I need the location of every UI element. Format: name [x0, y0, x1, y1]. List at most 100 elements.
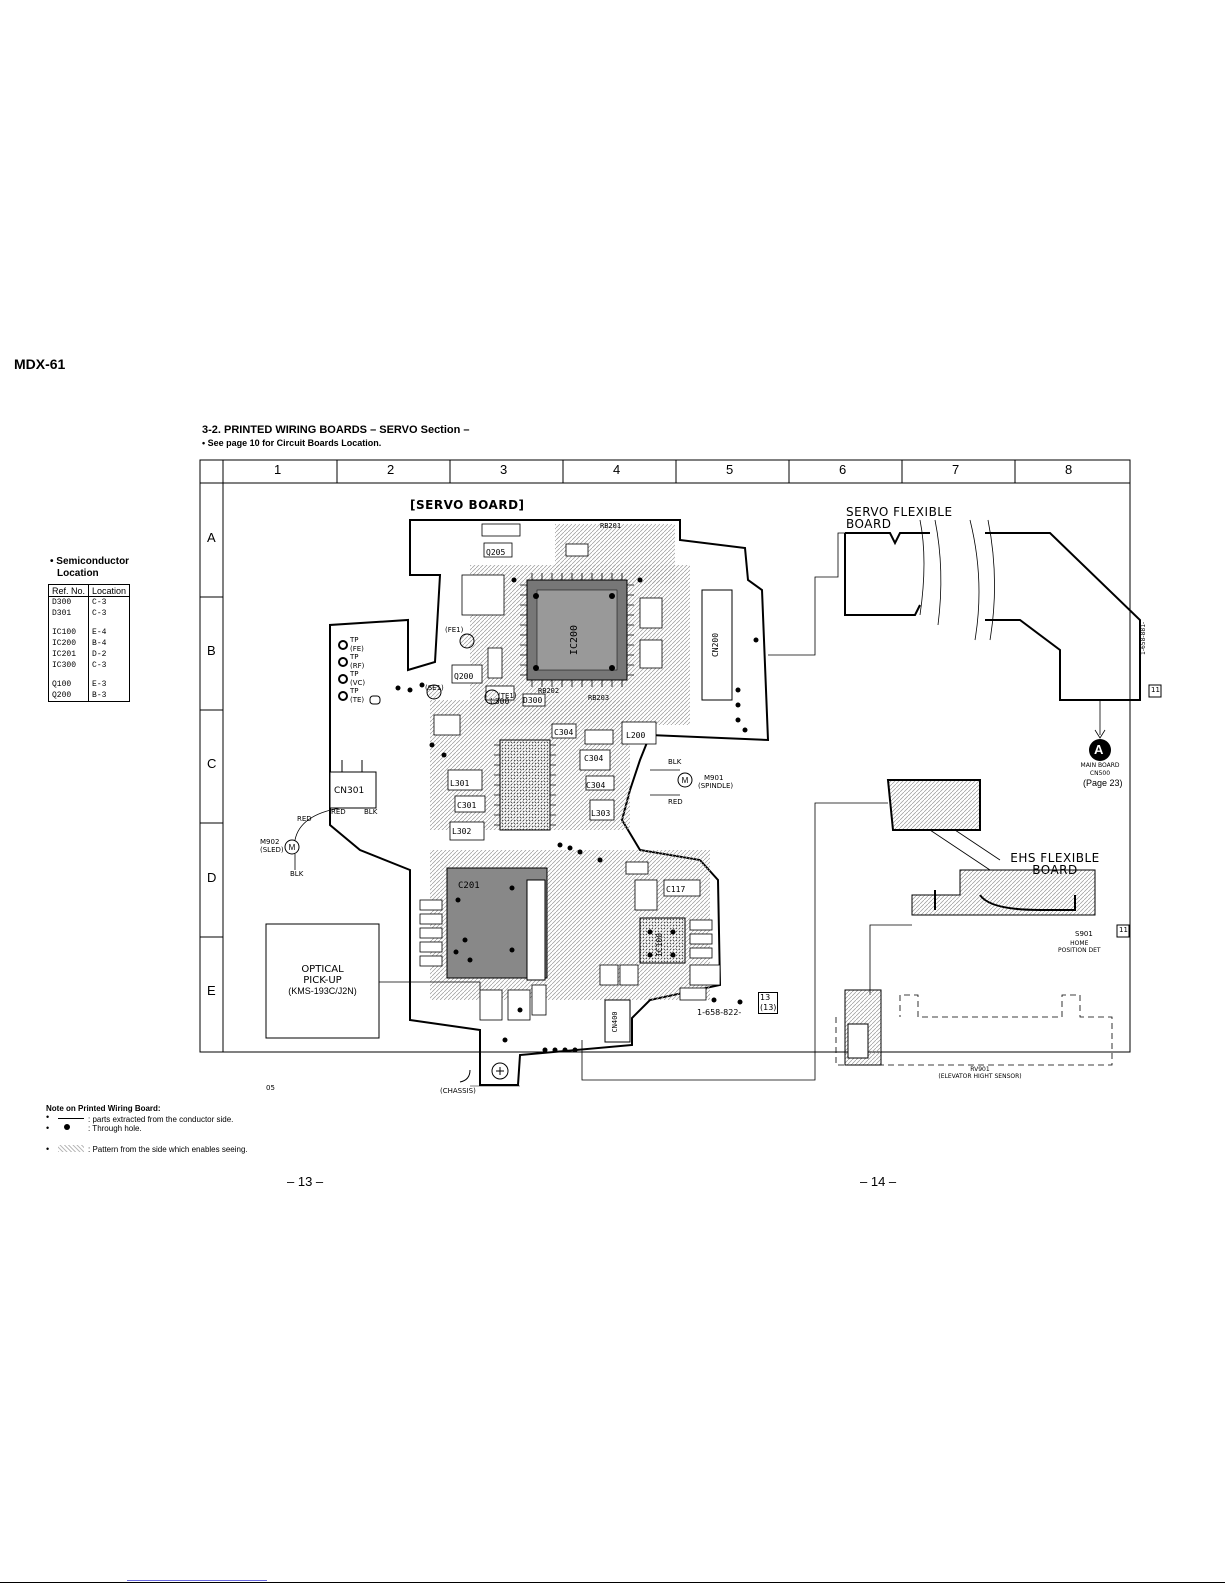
svg-text:L302: L302: [452, 827, 471, 836]
notes-title: Note on Printed Wiring Board:: [46, 1104, 161, 1113]
m902-label: M902 (SLED): [260, 838, 284, 854]
svg-text:Q205: Q205: [486, 548, 505, 557]
grid-container: 1 2 3 4 5 6 7 8 A B C D E: [200, 460, 1130, 1052]
svg-text:RB203: RB203: [588, 694, 609, 702]
servo-flex-label: SERVO FLEXIBLE BOARD: [846, 506, 953, 530]
servo-board-outline: [329, 519, 770, 1086]
svg-text:C201: C201: [458, 881, 480, 891]
svg-text:Q200: Q200: [454, 672, 473, 681]
cn301-blk: BLK: [364, 808, 378, 816]
note-item-1: : parts extracted from the conductor sid…: [88, 1115, 234, 1124]
se1-label: (SE1): [425, 684, 444, 692]
grid-col-7: 7: [952, 462, 960, 477]
grid-row-c: C: [207, 756, 217, 771]
svg-text:M: M: [289, 843, 296, 852]
fe1-label: (FE1): [445, 626, 464, 634]
svg-text:C304: C304: [586, 781, 605, 790]
rv901-label: RV901 (ELEVATOR HIGHT SENSOR): [938, 1066, 1022, 1080]
s901-label: S901: [1075, 930, 1093, 938]
chassis-label: (CHASSIS): [440, 1087, 476, 1095]
test-points: [338, 640, 348, 701]
ehs-flex-line1: EHS FLEXIBLE: [1010, 851, 1100, 865]
svg-text:L303: L303: [591, 809, 610, 818]
svg-text:CN400: CN400: [611, 1011, 619, 1032]
semiconductor-title-line2: Location: [57, 568, 99, 579]
model-name: MDX-61: [14, 356, 66, 372]
semiconductor-title-line1: • Semiconductor: [50, 556, 130, 567]
cn400-connector: [604, 999, 631, 1043]
grid-col-2: 2: [387, 462, 395, 477]
grid-frame: [199, 459, 1131, 1053]
through-holes: [395, 577, 759, 1053]
note-item-3: : Pattern from the side which enables se…: [88, 1145, 248, 1154]
through-hole-symbol: [64, 1124, 70, 1130]
grid-row-a: A: [207, 530, 216, 545]
ehs-flex-line2: BOARD: [1032, 863, 1078, 877]
ehs-flexible-board: [886, 779, 1096, 916]
ic-pins: [494, 573, 634, 826]
m902-motor: [284, 839, 300, 855]
table-header-location: Location: [88, 584, 131, 597]
grid-col-4: 4: [613, 462, 621, 477]
section-title: 3-2. PRINTED WIRING BOARDS – SERVO Secti…: [202, 424, 470, 436]
servo-flex-rev: 11: [1151, 686, 1160, 694]
m902-red: RED: [297, 815, 312, 823]
servo-flex-part-number: 1-658-881-: [1140, 621, 1147, 655]
svg-text:M: M: [682, 776, 689, 785]
page-number-left: – 13 –: [287, 1174, 324, 1189]
table-header-ref: Ref. No.: [47, 584, 90, 597]
main-board-page: (Page 23): [1083, 778, 1123, 788]
note-item-2: : Through hole.: [88, 1124, 142, 1133]
svg-text:L301: L301: [450, 779, 469, 788]
conductor-line-symbol: [58, 1118, 84, 1119]
bottom-link-line[interactable]: [127, 1580, 267, 1581]
svg-text:RB202: RB202: [538, 687, 559, 695]
ehs-flex-label: EHS FLEXIBLE BOARD: [1010, 852, 1100, 876]
m901-motor: [677, 772, 693, 788]
cn301-label: CN301: [334, 786, 365, 796]
svg-text:L200: L200: [626, 731, 645, 740]
servo-board-label: [SERVO BOARD]: [410, 498, 525, 512]
grid-row-b: B: [207, 643, 216, 658]
grid-col-3: 3: [500, 462, 508, 477]
main-board-marker: [1089, 739, 1111, 761]
optical-pickup-box: [265, 923, 380, 1039]
grid-col-8: 8: [1065, 462, 1073, 477]
grid-row-d: D: [207, 870, 217, 885]
rv901-sensor: [835, 989, 1113, 1066]
grid-col-5: 5: [726, 462, 734, 477]
grid-col-6: 6: [839, 462, 847, 477]
cn200-connector: [701, 589, 733, 701]
code-05: 05: [266, 1084, 275, 1092]
main-board-marker-letter: A: [1094, 742, 1104, 757]
cn301-red: RED: [331, 808, 346, 816]
svg-text:C304: C304: [554, 728, 573, 737]
semiconductor-title: • Semiconductor Location: [50, 556, 129, 580]
ic100-chip: [639, 917, 686, 964]
svg-text:IC100: IC100: [655, 933, 664, 957]
m901-blk: BLK: [668, 758, 682, 766]
m901-red: RED: [668, 798, 683, 806]
svg-text:C301: C301: [457, 801, 476, 810]
section-note: • See page 10 for Circuit Boards Locatio…: [202, 438, 382, 448]
svg-text:C117: C117: [666, 885, 685, 894]
grid-col-1: 1: [274, 462, 282, 477]
m901-label: M901 (SPINDLE): [698, 774, 734, 790]
svg-text:L300: L300: [490, 697, 509, 706]
optical-pickup-label: OPTICAL PICK-UP (KMS-193C/J2N): [288, 964, 357, 996]
cn301-connector: [329, 771, 377, 809]
home-position-label: HOME POSITION DET: [1058, 940, 1101, 954]
ehs-flex-rev: 11: [1119, 926, 1128, 934]
page-bottom-rule: [0, 1582, 1225, 1583]
svg-text:C304: C304: [584, 754, 603, 763]
te1-label: (TE1): [498, 692, 517, 700]
svg-text:D300: D300: [523, 696, 542, 705]
svg-text:CN200: CN200: [711, 633, 720, 657]
